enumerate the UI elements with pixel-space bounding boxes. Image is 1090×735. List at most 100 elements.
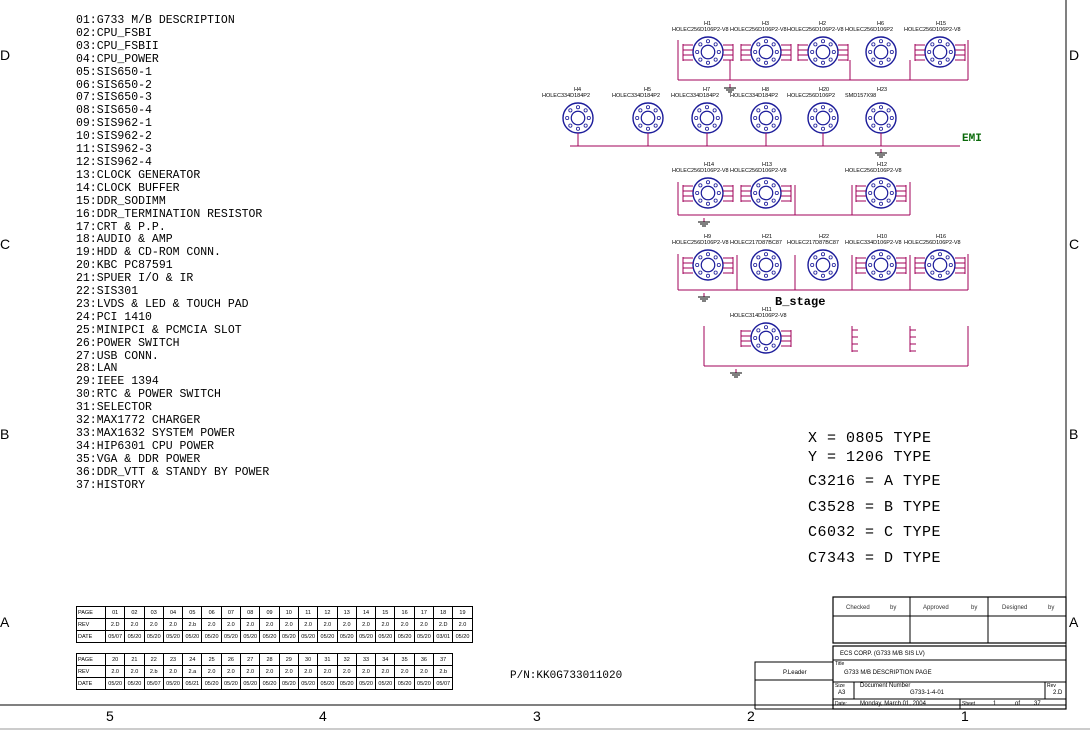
mounting-hole-via xyxy=(763,180,768,185)
mounting-hole-via xyxy=(868,190,873,195)
of-label: of xyxy=(1015,701,1021,707)
mounting-hole-inner xyxy=(758,185,774,201)
rev-table-cell: 05/20 xyxy=(355,630,377,643)
hole-part: HOLEC256D106P2-V8 xyxy=(730,168,787,174)
mounting-hole-via xyxy=(771,42,776,47)
rev-table-cell: 2.0 xyxy=(355,665,377,678)
rev-table-cell: 02 xyxy=(124,606,145,619)
page-index-entry: 29:IEEE 1394 xyxy=(76,375,159,389)
mounting-hole-via xyxy=(771,123,776,128)
mounting-hole-inner xyxy=(758,257,774,273)
mounting-hole-via xyxy=(878,252,883,257)
mounting-hole-inner xyxy=(700,44,716,60)
rev-table-cell: 17 xyxy=(413,606,435,619)
rev-table-cell: 05/20 xyxy=(317,630,338,643)
zone-col-4: 4 xyxy=(319,708,327,724)
rev-table-cell: 05/21 xyxy=(182,677,203,690)
mounting-hole-via xyxy=(695,190,700,195)
mounting-hole-via xyxy=(886,57,891,62)
mounting-hole-via xyxy=(753,262,758,267)
mounting-hole-via xyxy=(886,270,891,275)
rev-table-cell: 05/20 xyxy=(220,677,242,690)
checked-by-label: by xyxy=(890,605,897,611)
mounting-hole-via xyxy=(712,108,717,113)
mounting-hole-via xyxy=(813,255,818,260)
mounting-hole-via xyxy=(698,255,703,260)
mounting-hole-via xyxy=(576,126,581,131)
rev-table-cell: 2.0 xyxy=(355,618,377,631)
hole-part: HOLEC256D106P2-V8 xyxy=(672,168,729,174)
page-index-entry: 27:USB CONN. xyxy=(76,349,159,363)
hole-part: HOLEC256D106P2-V8 xyxy=(672,27,729,33)
mounting-hole-via xyxy=(771,255,776,260)
page-index-entry: 34:HIP6301 CPU POWER xyxy=(76,439,215,453)
rev-table-cell: 05/20 xyxy=(124,677,145,690)
mounting-hole-via xyxy=(945,255,950,260)
rev-table-row-header: PAGE xyxy=(76,653,106,666)
mounting-hole-via xyxy=(646,105,651,110)
rev-table-cell: 21 xyxy=(124,653,145,666)
hole-part: HOLEC256D106P2-V8 xyxy=(904,27,961,33)
mounting-hole xyxy=(865,36,897,68)
mounting-hole-via xyxy=(810,50,815,55)
rev-table-cell: 03/01 xyxy=(433,630,454,643)
mounting-hole-inner xyxy=(700,257,716,273)
hole-part: HOLEC256D106P2-V8 xyxy=(787,27,844,33)
mounting-hole xyxy=(750,322,782,354)
mounting-hole-via xyxy=(771,343,776,348)
mounting-hole-via xyxy=(868,262,873,267)
mounting-hole-via xyxy=(697,123,702,128)
mounting-hole-via xyxy=(886,255,891,260)
mounting-hole-via xyxy=(878,180,883,185)
mounting-hole-via xyxy=(715,116,720,121)
rev-table-cell: 2.a xyxy=(182,665,203,678)
page-index-entry: 30:RTC & POWER SWITCH xyxy=(76,388,221,402)
mounting-hole-via xyxy=(878,39,883,44)
hole-part: HOLEC256D106P2-V8 xyxy=(904,240,961,246)
page-index-entry: 09:SIS962-1 xyxy=(76,117,152,131)
rev-table-cell: 13 xyxy=(336,606,357,619)
page-index-entry: 13:CLOCK GENERATOR xyxy=(76,168,201,182)
rev-table-cell: 05/20 xyxy=(259,677,280,690)
rev-table-cell: 2.b xyxy=(143,665,164,678)
mounting-hole-via xyxy=(656,116,661,121)
mounting-hole-inner xyxy=(873,185,889,201)
rev-table-cell: 2.0 xyxy=(413,618,435,631)
mounting-hole-via xyxy=(878,105,883,110)
page-index-entry: 08:SIS650-4 xyxy=(76,104,152,118)
mounting-hole-via xyxy=(756,57,761,62)
mounting-hole-via xyxy=(813,123,818,128)
mounting-hole-via xyxy=(705,273,710,278)
rev-table-cell: 05/20 xyxy=(259,630,280,643)
page-index-entry: 17:CRT & P.P. xyxy=(76,220,166,234)
mounting-hole xyxy=(924,36,956,68)
sheet-size: A3 xyxy=(838,690,846,696)
rev-table-cell: 05/20 xyxy=(124,630,145,643)
page-index-entry: 22:SIS301 xyxy=(76,285,139,299)
rev-table-cell: 2.0 xyxy=(297,665,319,678)
sheet-count: 37 xyxy=(1034,701,1041,707)
mounting-hole-via xyxy=(820,273,825,278)
mounting-hole-via xyxy=(886,198,891,203)
rev-table-cell: 05/20 xyxy=(375,677,396,690)
mounting-hole-via xyxy=(713,255,718,260)
hole-ref: H21 xyxy=(762,234,773,240)
rev-table-cell: 2.0 xyxy=(394,665,415,678)
hole-part: HOLEC334D184P2 xyxy=(671,93,720,99)
hole-ref: H9 xyxy=(704,234,712,240)
rev-table-cell: 2.0 xyxy=(162,665,184,678)
mounting-hole xyxy=(692,36,724,68)
page-index-entry: 02:CPU_FSBI xyxy=(76,26,152,40)
mounting-hole-via xyxy=(937,60,942,65)
hole-ref: H11 xyxy=(762,307,772,313)
mounting-hole-via xyxy=(889,50,894,55)
sheet-label: Sheet xyxy=(962,701,976,707)
b-stage-label: B_stage xyxy=(775,295,826,309)
mounting-hole-inner xyxy=(700,185,716,201)
mounting-hole-via xyxy=(774,335,779,340)
zone-col-1: 1 xyxy=(961,708,969,724)
rev-table-cell: 05/20 xyxy=(375,630,396,643)
mounting-hole xyxy=(750,249,782,281)
sheet-number: 1 xyxy=(993,701,997,707)
